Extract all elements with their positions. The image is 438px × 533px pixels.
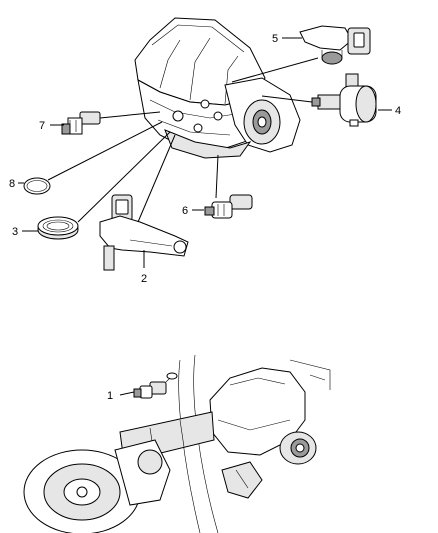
part-4-solenoid <box>311 73 377 127</box>
part-6-sensor <box>204 194 253 219</box>
callout-1: 1 <box>107 390 113 402</box>
callout-5: 5 <box>272 33 278 45</box>
callout-7: 7 <box>39 120 45 132</box>
leader-lines-lower <box>119 391 135 396</box>
part-3-seal <box>37 216 79 240</box>
part-8-o-ring <box>23 177 51 195</box>
callout-4: 4 <box>395 105 401 117</box>
part-5-sensor <box>299 25 371 65</box>
transmission-assembly <box>134 17 301 159</box>
part-1-speed-sensor <box>133 372 178 399</box>
leader-lines-upper <box>18 37 392 268</box>
callout-3: 3 <box>12 226 18 238</box>
callout-8: 8 <box>9 178 15 190</box>
part-7-speed-sensor <box>61 111 101 135</box>
part-2-position-sensor <box>99 194 189 271</box>
axle-assembly <box>23 354 331 533</box>
callout-6: 6 <box>182 205 188 217</box>
callout-2: 2 <box>141 273 147 285</box>
